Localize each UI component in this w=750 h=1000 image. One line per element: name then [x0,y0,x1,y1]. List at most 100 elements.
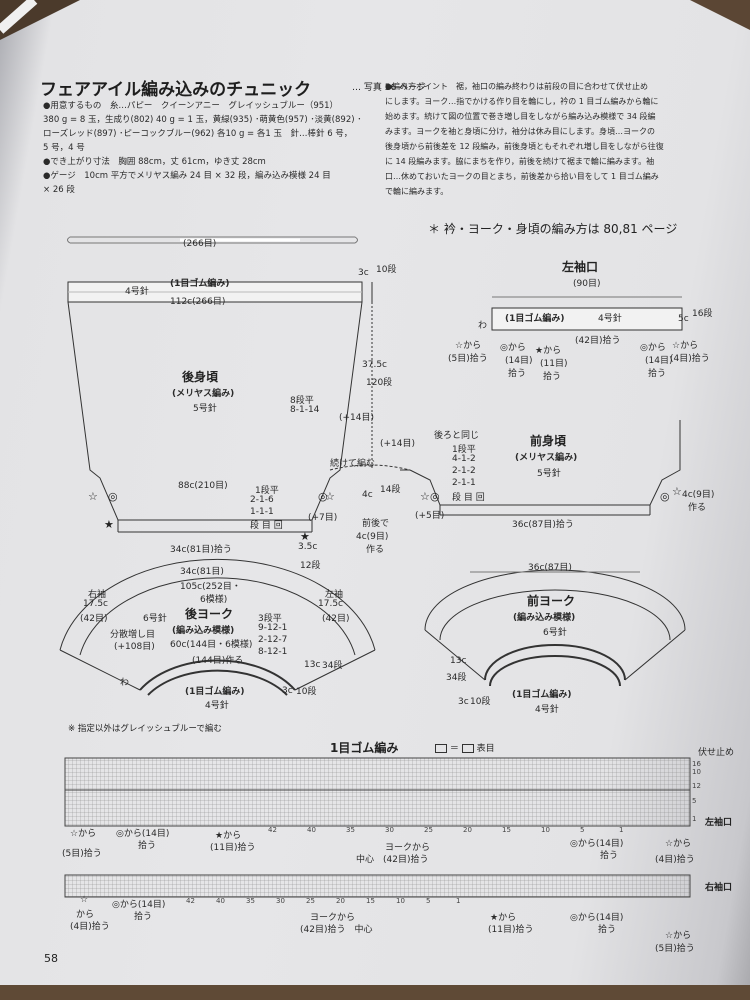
reference-note: ＊ 衿・ヨーク・身頃の編み方は 80,81 ページ [428,222,678,236]
front-inc1: 1段平 [452,445,476,455]
chart-legend-eq: ＝ [449,744,459,754]
back-dec1: 1段平 [255,486,279,496]
chart-tick-label: 30 [276,897,285,905]
back-side-rows: 12段 [300,561,321,571]
back-yoke-rows2: 9-12-1 [258,623,288,633]
left-cuff-pick2: ◎から [500,343,526,353]
chart-tick-label: 1 [619,826,624,834]
front-body-needle: 5号針 [537,469,561,479]
chart-bottom-a3: (4目)拾う [70,922,110,932]
chart-tick-label: 10 [541,826,550,834]
left-cuff-pick3b: (11目) [540,359,568,369]
svg-text:☆: ☆ [88,490,98,503]
left-cuff-pick3c: 拾う [543,372,562,382]
left-sleeve-st: (42目) [322,614,350,624]
back-yoke-outer2: 105c(252目・ [180,582,241,592]
chart-bottom-f: ☆から [665,931,692,941]
points-line: で輪に編みます。 [385,187,449,196]
back-yoke-needle: 6号針 [143,614,167,624]
left-cuff-rib: (1目ゴム編み) [505,314,565,324]
chart-row-label: 10 [692,768,701,776]
front-inc5: 段 目 回 [452,493,485,503]
front-body-sub: (メリヤス編み) [515,453,578,463]
points-line: 口…休めておいたヨークの目とまち，前後差から拾い目をして 1 目ゴム編み [385,172,659,181]
left-cuff-cm: 5c [678,314,689,324]
back-dec4: 段 目 回 [250,521,283,531]
materials-line: 380 g = 8 玉，生成り(802) 40 g = 1 玉，黄緑(935) … [43,115,362,125]
chart-bottom-d2: (11目)拾う [488,925,534,935]
back-body-sub: (メリヤス編み) [172,389,235,399]
svg-text:☆: ☆ [325,490,335,503]
back-yoke-sub: (編み込み模様) [172,626,235,636]
chart-tick-label: 15 [502,826,511,834]
back-yoke-name: 後ヨーク [185,607,234,621]
front-yoke-rows34: 34段 [446,673,467,683]
svg-text:◎: ◎ [660,490,670,503]
back-yoke-rows3: 2-12-7 [258,635,288,645]
page-title: フェアアイル編み込みのチュニック [40,80,312,100]
front-plus5: (+5目) [415,511,445,521]
front-inc3: 2-1-2 [452,466,476,476]
left-cuff-wa: わ [478,321,488,331]
chart-tick-label: 40 [216,897,225,905]
chart-tick-label: 42 [268,826,277,834]
points-line: にします。ヨーク…指でかける作り目を輪にし，衿の 1 目ゴム編みから輪に [385,97,659,106]
chart-tick-label: 20 [336,897,345,905]
svg-text:☆: ☆ [672,485,682,498]
chart-top-f: ☆から [665,839,692,849]
chart-tick-label: 1 [456,897,461,905]
chart-bottom-e2: 拾う [598,925,617,935]
back-rib-rows: 10段 [376,265,397,275]
chart-row-label: 12 [692,782,701,790]
chart-tick-label: 15 [366,897,375,905]
chart-row-label: 16 [692,760,701,768]
gusset-cm: 4c [362,490,373,500]
left-cuff-pick6b: (4目)拾う [670,354,710,364]
left-cuff-needle: 4号針 [598,314,622,324]
left-cuff-pick6: ☆から [672,341,699,351]
chart-bottom-a: ☆ [80,895,89,905]
left-sleeve-cm: 17.5c [318,599,343,609]
gusset-rows: 14段 [380,485,401,495]
right-sleeve-st: (42目) [80,614,108,624]
front-yoke-needle: 6号針 [543,628,567,638]
svg-text:★: ★ [104,518,114,531]
back-yoke-rows1: 3段平 [258,614,282,624]
continue-knit: 続けて編む [330,459,376,469]
left-cuff-pick5: ◎から [640,343,666,353]
materials-line: ローズレッド(897) ･ピーコックブルー(962) 各10 g = 各1 玉 … [43,129,353,139]
back-yoke-outer: 34c(81目) [180,567,224,577]
left-sleeve: 左袖 [325,590,344,600]
back-inc2: 8-1-14 [290,405,320,415]
chart-tick-label: 30 [385,826,394,834]
right-sleeve: 右袖 [88,590,107,600]
right-cuff-label: 右袖口 [705,883,733,893]
svg-text:◎: ◎ [108,490,118,503]
back-dec3: 1-1-1 [250,507,274,517]
chart-tick-label: 42 [186,897,195,905]
front-plus14: (+14目) [380,439,416,449]
left-cuff-label: 左袖口 [705,818,733,828]
points-line: ●編み方ポイント 裾，袖口の編み終わりは前段の目に合わせて伏せ止め [385,82,648,91]
back-yoke-rows34: 34段 [322,661,343,671]
chart-top-c2: (11目)拾う [210,843,256,853]
left-cuff-pick2c: 拾う [508,369,527,379]
chart-row-label: 1 [692,815,697,823]
back-yoke-outer3: 6模様) [200,595,228,605]
back-yoke-rib: (1目ゴム編み) [185,687,245,697]
back-pickup: 34c(81目)拾う [170,545,232,555]
gusset-note2: 4c(9目) [356,532,389,542]
back-top-width: (266目) [183,239,217,249]
front-yoke-rib: (1目ゴム編み) [512,690,572,700]
materials-line: ●用意するもの 糸…パピー クイーンアニー グレイッシュブルー（951） [43,101,339,111]
chart-top-f2: (4目)拾う [655,855,695,865]
left-cuff-pick1: ☆から [455,341,482,351]
back-body-needle: 5号針 [193,404,217,414]
chart-title: 1目ゴム編み [330,741,399,755]
left-cuff-pick5b: (14目) [645,356,673,366]
back-yoke-inc-label: 分散増し目 [110,630,156,640]
chart-bottom-d: ★から [490,913,517,923]
front-side2: 作る [688,503,707,513]
chart-legend-knit: 表目 [476,744,495,754]
